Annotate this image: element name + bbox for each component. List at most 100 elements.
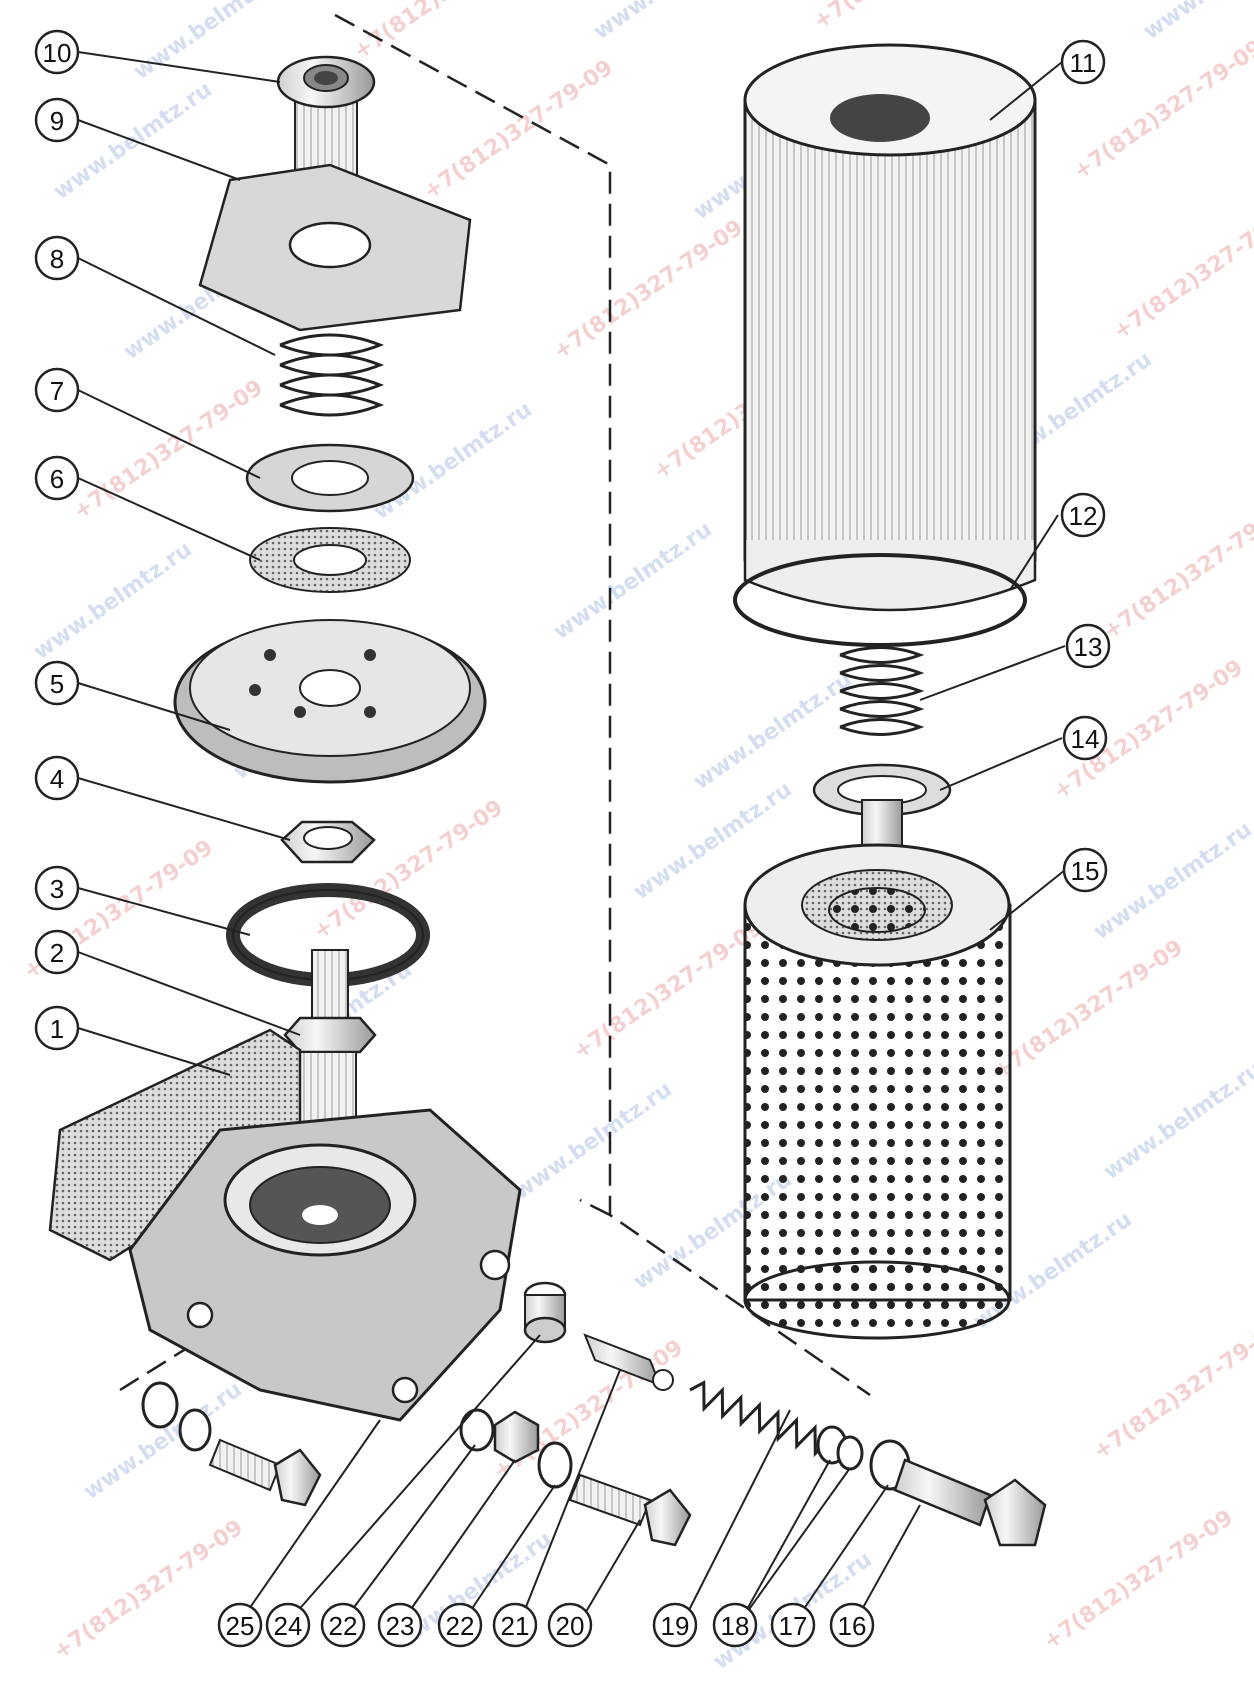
callout-circle: [492, 1602, 538, 1648]
watermark-phone: +7(812)327-79-09: [549, 215, 748, 365]
watermark-phone: +7(812)327-79-09: [1039, 1505, 1238, 1655]
callout-label: 20: [556, 1611, 585, 1641]
watermark-phone: +7(812)327-79-09: [569, 915, 768, 1065]
part-15-filter-element: [743, 843, 1012, 1340]
watermark-site: www.belmtz.ru: [1139, 0, 1254, 45]
callout-circle: [712, 1602, 758, 1648]
watermark-site: www.belmtz.ru: [1099, 1057, 1254, 1185]
watermark-phone: +7(812)327-79-09: [1109, 195, 1254, 345]
callout-label: 12: [1069, 501, 1098, 531]
callout-c7: 7: [34, 367, 80, 413]
callout-c14: 14: [1062, 715, 1108, 761]
callout-c6: 6: [34, 455, 80, 501]
part-5-cover: [173, 619, 487, 784]
callout-circle: [34, 455, 80, 501]
callout-circle: [265, 1602, 311, 1648]
callout-c21: 21: [492, 1602, 538, 1648]
callout-circle: [34, 755, 80, 801]
callout-c20: 20: [547, 1602, 593, 1648]
callout-c5: 5: [34, 660, 80, 706]
part-22-washer-b: [537, 1441, 573, 1489]
callout-c11: 11: [1060, 39, 1106, 85]
callout-label: 16: [838, 1611, 867, 1641]
callout-label: 5: [50, 669, 64, 699]
callout-label: 19: [661, 1611, 690, 1641]
part-21-valve: [583, 1333, 674, 1391]
part-bottom-bolt-left: [208, 1438, 322, 1507]
callout-label: 22: [329, 1611, 358, 1641]
part-6-gasket: [249, 527, 411, 593]
callout-label: 8: [50, 244, 64, 274]
part-7-washer: [245, 443, 415, 513]
watermark-phone: +7(812)327-79-09: [989, 935, 1188, 1085]
callout-circle: [34, 29, 80, 75]
callout-c22b: 22: [437, 1602, 483, 1648]
callout-label: 13: [1074, 632, 1103, 662]
callout-circle: [34, 235, 80, 281]
part-10-cap-nut: [276, 55, 376, 201]
callout-label: 18: [721, 1611, 750, 1641]
watermark-site: www.belmtz.ru: [589, 0, 757, 45]
watermark-site: www.belmtz.ru: [509, 1077, 677, 1205]
watermark-phone: +7(812)327-79-09: [69, 375, 268, 525]
callout-circle: [1065, 623, 1111, 669]
callout-c9: 9: [34, 97, 80, 143]
callout-c24: 24: [265, 1602, 311, 1648]
callout-label: 15: [1071, 856, 1100, 886]
callout-c12: 12: [1060, 492, 1106, 538]
callout-c18: 18: [712, 1602, 758, 1648]
part-11-filter-can: [743, 43, 1037, 612]
callout-circle: [652, 1602, 698, 1648]
callout-c19: 19: [652, 1602, 698, 1648]
part-13-spring: [839, 646, 925, 736]
callout-circle: [547, 1602, 593, 1648]
callout-label: 4: [50, 764, 64, 794]
part-12-seal-ring: [733, 553, 1027, 647]
part-4-hex-nut: [280, 820, 376, 864]
callout-c2: 2: [34, 929, 80, 975]
callout-label: 7: [50, 376, 64, 406]
part-20-bolt: [568, 1473, 692, 1547]
callout-c4: 4: [34, 755, 80, 801]
callout-c3: 3: [34, 865, 80, 911]
watermark-phone: +7(812)327-79-09: [1099, 495, 1254, 645]
callout-circle: [34, 97, 80, 143]
callout-circle: [1062, 715, 1108, 761]
callout-circle: [34, 865, 80, 911]
callout-label: 2: [50, 938, 64, 968]
callout-label: 10: [43, 38, 72, 68]
callout-circle: [1060, 39, 1106, 85]
callout-c25: 25: [217, 1602, 263, 1648]
part-19-spring: [689, 1380, 836, 1462]
callout-label: 11: [1070, 48, 1097, 78]
callout-label: 25: [226, 1611, 255, 1641]
watermark-phone: +7(812)327-79-09: [309, 795, 508, 945]
callout-circle: [34, 367, 80, 413]
watermark-phone: +7(812)327-79-09: [49, 1515, 248, 1665]
callout-circle: [1060, 492, 1106, 538]
part-1-housing: [48, 1028, 522, 1422]
callout-c13: 13: [1065, 623, 1111, 669]
callout-c8: 8: [34, 235, 80, 281]
callout-label: 17: [779, 1611, 808, 1641]
watermark-site: www.belmtz.ru: [29, 537, 197, 665]
watermark-phone: +7(812)327-79-09: [1089, 1315, 1254, 1465]
callout-circle: [829, 1602, 875, 1648]
callout-label: 6: [50, 464, 64, 494]
part-8-spring: [279, 333, 385, 417]
watermark-site: www.belmtz.ru: [1089, 817, 1254, 945]
callout-label: 21: [501, 1611, 530, 1641]
part-18-washers: [816, 1425, 864, 1471]
part-9-bracket: [198, 163, 472, 332]
part-23-nut: [493, 1410, 540, 1464]
part-22-washer-a: [459, 1408, 495, 1452]
leader-lines: [77, 51, 1066, 1623]
callout-c10: 10: [34, 29, 80, 75]
callout-label: 1: [50, 1014, 64, 1044]
callout-circle: [34, 660, 80, 706]
callout-c16: 16: [829, 1602, 875, 1648]
callout-label: 9: [50, 106, 64, 136]
watermark-phone: +7(812)327-79-09: [809, 0, 1008, 35]
